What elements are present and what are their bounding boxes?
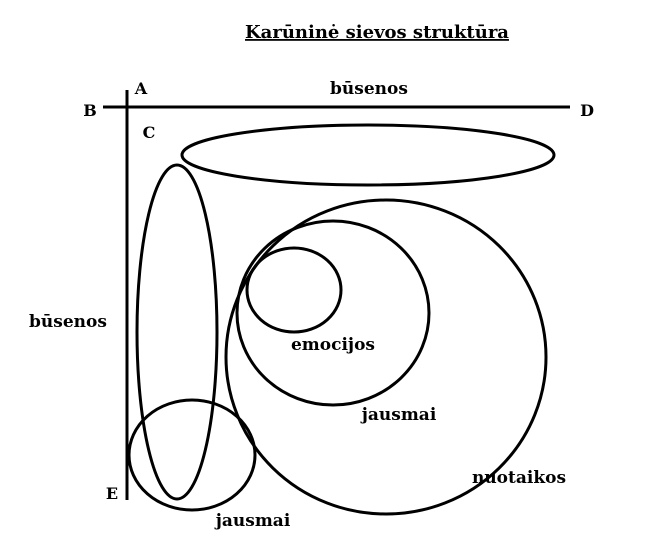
point-c: C — [143, 123, 156, 142]
tall-ellipse — [135, 163, 219, 501]
point-b: B — [83, 101, 97, 120]
jausmai-ellipse — [235, 219, 431, 407]
top-axis-label: būsenos — [330, 79, 408, 99]
top-ellipse — [180, 123, 556, 187]
left-axis-label: būsenos — [29, 312, 107, 332]
nuotaikos-label: nuotaikos — [472, 468, 566, 488]
nuotaikos-ellipse — [224, 198, 548, 516]
emocijos-ellipse — [245, 246, 343, 334]
jausmai-bottom-label: jausmai — [214, 511, 291, 531]
point-e: E — [106, 484, 118, 503]
bottom-ellipse — [127, 398, 257, 512]
point-a: A — [134, 79, 148, 98]
jausmai-label: jausmai — [360, 405, 437, 425]
point-d: D — [580, 101, 594, 120]
emocijos-label: emocijos — [291, 335, 375, 355]
diagram-title: Karūninė sievos struktūra — [245, 22, 509, 43]
